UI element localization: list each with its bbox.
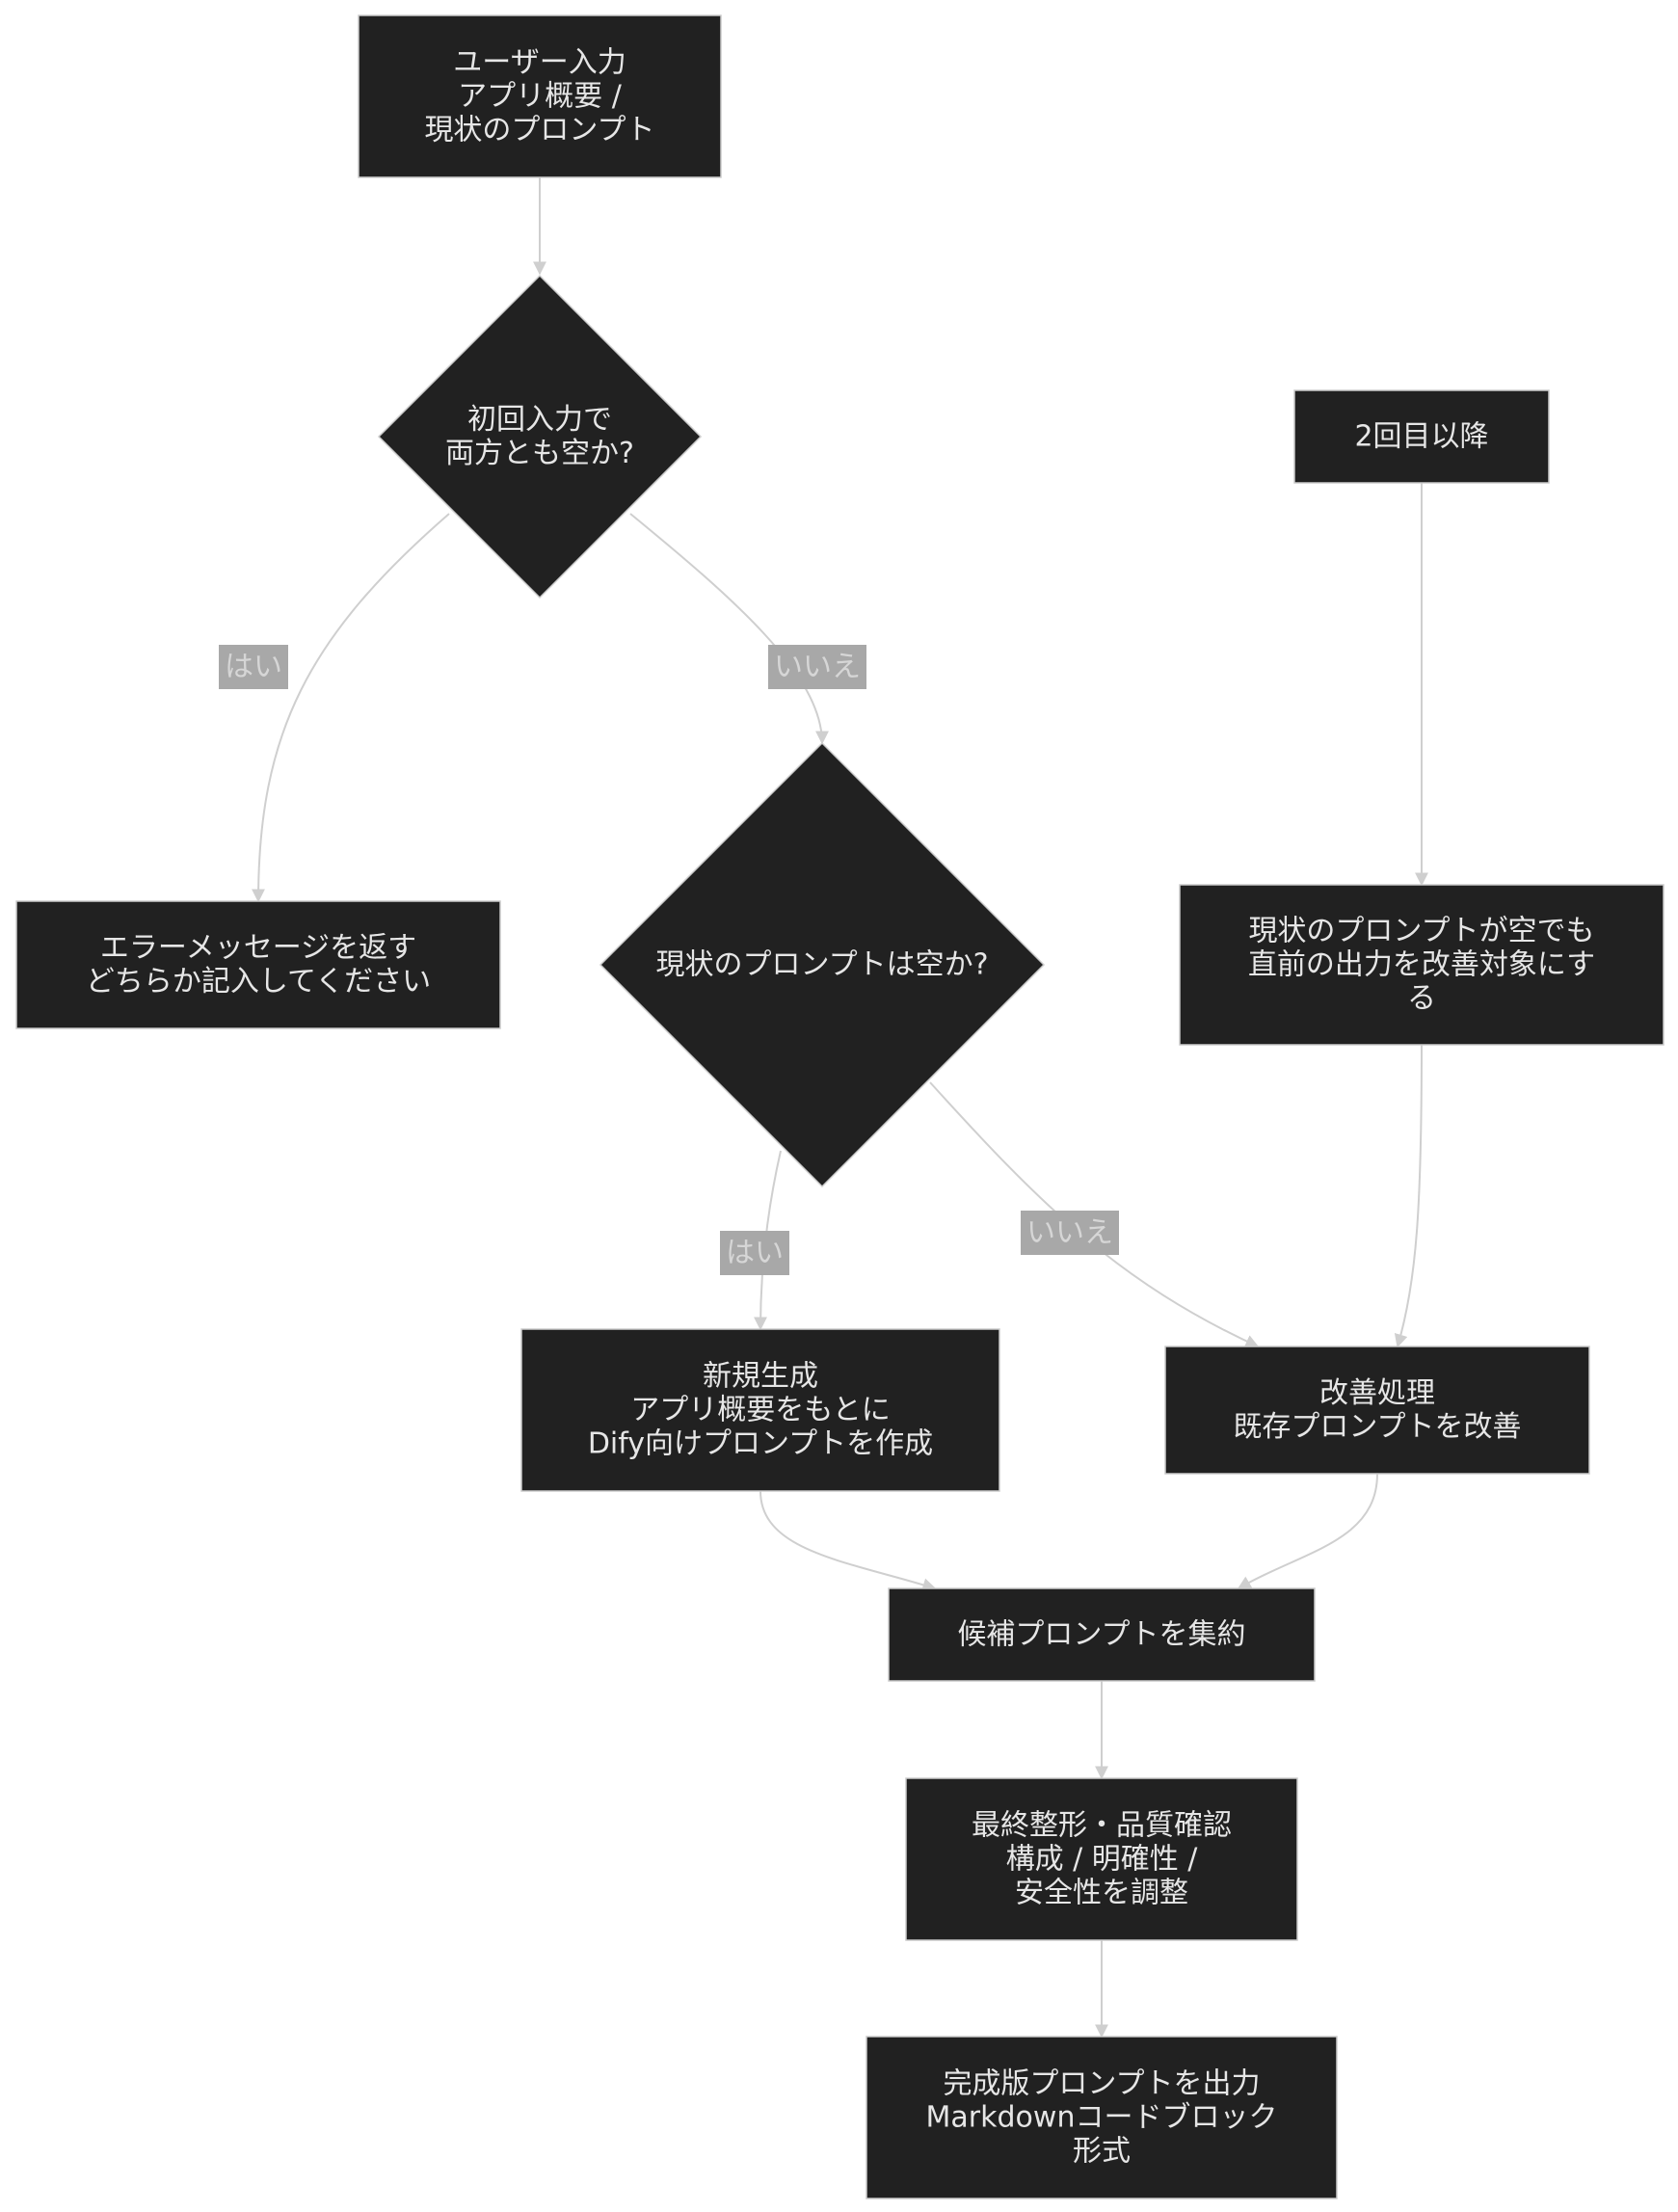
process-box-shape	[866, 2036, 1338, 2199]
node-text-line: 初回入力で	[467, 403, 612, 437]
edge-label-background	[768, 645, 866, 689]
node-text-line: 現状のプロンプトが空でも	[1248, 915, 1594, 948]
process-box-shape	[1164, 1346, 1590, 1475]
process-box-shape	[358, 14, 722, 178]
node-text-line: 完成版プロンプトを出力	[943, 2067, 1260, 2101]
decision-diamond-shape	[599, 741, 1046, 1188]
decision-diamond-shape	[377, 274, 703, 600]
node-text-line: 新規生成	[703, 1360, 818, 1394]
edge-first_check-to-error	[252, 513, 450, 903]
process-box-shape	[905, 1777, 1298, 1941]
edge-labels-layer: はいいいえはいいいえ	[219, 645, 1119, 1275]
node-text-line: アプリ概要をもとに	[630, 1394, 890, 1427]
node-text-line: 現状のプロンプトは空か?	[655, 948, 988, 982]
node-text-line: 現状のプロンプト	[424, 114, 654, 147]
edge-label-text: はい	[225, 651, 282, 684]
edge-label-text: はい	[726, 1237, 784, 1270]
edge-improve_prev-to-improve	[1394, 1044, 1423, 1348]
node-text-line: 安全性を調整	[1015, 1877, 1188, 1910]
edge-label-background	[720, 1231, 789, 1275]
node-text-line: エラーメッセージを返す	[100, 931, 416, 965]
edge-label-first_check-to-prompt_check: いいえ	[768, 645, 866, 689]
node-text-line: アプリ概要 /	[458, 80, 623, 114]
edge-new_gen-to-aggregate	[759, 1490, 937, 1591]
process-box-shape	[888, 1587, 1316, 1682]
node-text-line: 形式	[1073, 2135, 1131, 2169]
node-text-line: ユーザー入力	[453, 46, 626, 80]
node-text-line: 既存プロンプトを改善	[1233, 1410, 1521, 1444]
edge-label-background	[1021, 1211, 1119, 1255]
node-text-line: 改善処理	[1319, 1376, 1435, 1410]
node-text-line: 2回目以降	[1354, 420, 1488, 454]
node-text-line: 構成 / 明確性 /	[1006, 1843, 1199, 1877]
process-box-shape	[1179, 884, 1665, 1046]
node-text-line: 両方とも空か?	[445, 437, 634, 470]
edge-label-background	[219, 645, 288, 689]
node-text-line: どちらか記入してください	[86, 965, 431, 999]
node-text-line: 候補プロンプトを集約	[957, 1618, 1245, 1652]
node-text-line: Markdownコードブロック	[926, 2101, 1278, 2135]
node-text-line: Dify向けプロンプトを作成	[588, 1427, 933, 1461]
edge-label-prompt_check-to-improve: いいえ	[1021, 1211, 1119, 1255]
node-second-plus: 2回目以降	[1293, 389, 1550, 484]
node-prompt-check: 現状のプロンプトは空か?	[599, 741, 1046, 1188]
edge-improve-to-aggregate	[1237, 1473, 1378, 1589]
process-box-shape	[520, 1328, 1000, 1492]
process-box-shape	[15, 900, 501, 1029]
edge-label-text: いいえ	[1026, 1216, 1113, 1250]
node-text-line: 最終整形・品質確認	[972, 1809, 1232, 1843]
node-aggregate: 候補プロンプトを集約	[888, 1587, 1316, 1682]
edge-label-first_check-to-error: はい	[219, 645, 288, 689]
edge-first_check-to-prompt_check	[629, 513, 829, 745]
process-box-shape	[1293, 389, 1550, 484]
edge-label-text: いいえ	[774, 651, 861, 684]
node-text-line: 直前の出力を改善対象にす	[1248, 948, 1595, 982]
node-text-line: る	[1407, 982, 1436, 1016]
edge-label-prompt_check-to-new_gen: はい	[720, 1231, 789, 1275]
